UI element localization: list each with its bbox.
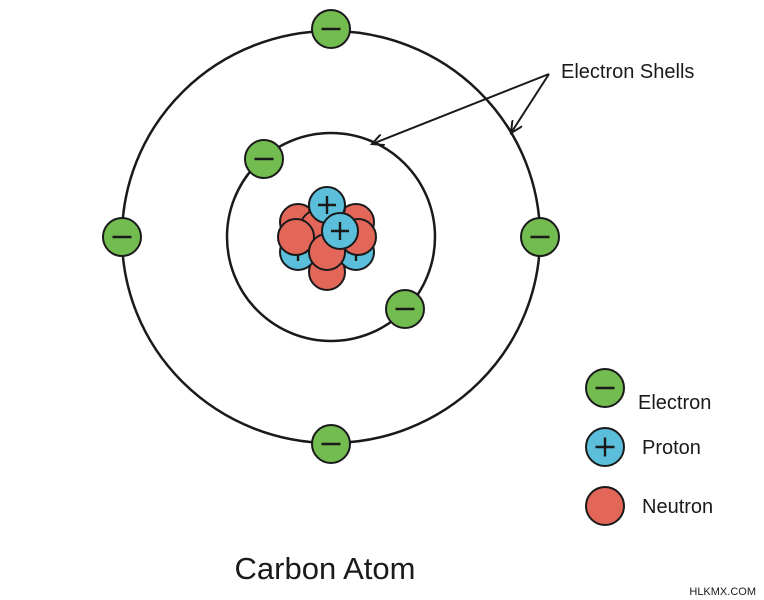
- electron-6: [311, 424, 351, 464]
- legend-proton-label: Proton: [642, 437, 701, 459]
- watermark: HLKMX.COM: [689, 586, 756, 598]
- legend-neutron-swatch: [585, 486, 625, 526]
- electron-4: [102, 217, 142, 257]
- neutron-8: [277, 218, 315, 256]
- electron-1: [244, 139, 284, 179]
- electron-5: [520, 217, 560, 257]
- legend-electron-label: Electron: [638, 392, 711, 414]
- electron-3: [311, 9, 351, 49]
- electron-2: [385, 289, 425, 329]
- legend-proton-swatch: [585, 427, 625, 467]
- proton-12: [321, 212, 359, 250]
- electron-shells-label: Electron Shells: [561, 61, 694, 83]
- inner-electron-shell: [225, 131, 437, 343]
- electrons: [102, 9, 560, 464]
- diagram-title: Carbon Atom: [235, 551, 416, 586]
- legend-neutron-label: Neutron: [642, 496, 713, 518]
- electron-shells-arrows: [372, 73, 550, 144]
- nucleus: [277, 186, 377, 291]
- legend-electron-swatch: [585, 368, 625, 408]
